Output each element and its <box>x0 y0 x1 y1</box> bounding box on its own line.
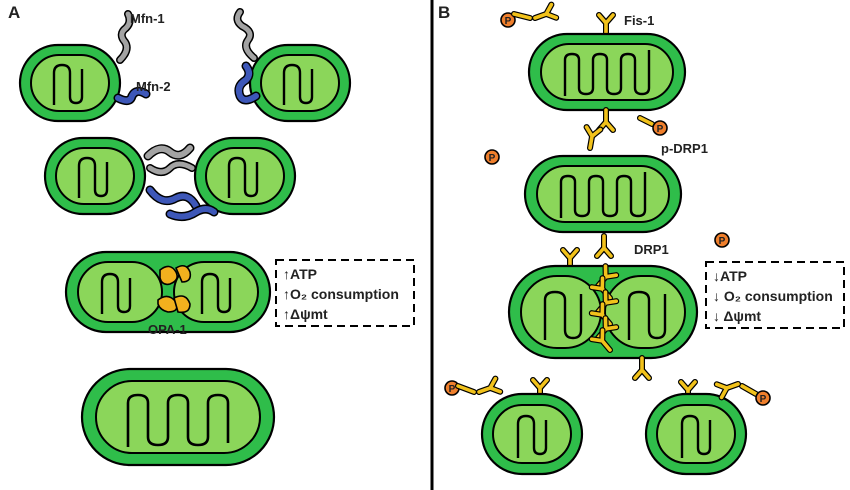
mitochondrion-b1 <box>527 32 687 112</box>
daughter-mitochondrion-1 <box>480 392 584 476</box>
mfn1-label: Mfn-1 <box>130 11 165 26</box>
mitochondrion-a6-elongated <box>80 367 276 467</box>
svg-text:P: P <box>760 394 767 405</box>
mitochondrion-a2 <box>248 43 352 123</box>
panel-a-label: A <box>8 3 20 22</box>
phospho-free-1: P <box>484 149 500 165</box>
phospho-free-2: P <box>714 232 730 248</box>
svg-text:P: P <box>657 124 664 135</box>
mfn2-protein-a2 <box>234 61 261 105</box>
drp1-recruited-1 <box>583 127 600 149</box>
mfn-tether-complex <box>143 143 219 222</box>
pdrp1-label: p-DRP1 <box>661 141 708 156</box>
fis1-protein-b2 <box>597 236 611 256</box>
phospho-drp1-free-1: P <box>500 5 556 28</box>
fusion-effect-2: ↑O₂ consumption <box>283 286 399 302</box>
fission-effect-1: ↓ATP <box>713 268 747 284</box>
svg-text:P: P <box>719 236 726 247</box>
fis1-protein-b3 <box>635 358 649 378</box>
mitochondrion-a1 <box>18 43 122 123</box>
mfn1-protein-a1 <box>116 10 134 64</box>
fusion-effect-1: ↑ATP <box>283 266 317 282</box>
svg-text:P: P <box>449 384 456 395</box>
fission-effects-box <box>705 261 845 329</box>
svg-text:P: P <box>505 16 512 27</box>
mfn2-protein-a1 <box>113 86 151 106</box>
panel-b: B P Fis-1 P p-DRP1 P <box>438 3 845 476</box>
daughter-mitochondrion-2 <box>644 392 748 476</box>
fis1-label: Fis-1 <box>624 13 654 28</box>
phospho-drp1-free-2: P <box>444 379 500 399</box>
fusion-effect-3: ↑Δψmt <box>283 306 328 322</box>
phospho-drp1-bound: P <box>637 115 668 136</box>
mitochondrion-a5 <box>64 250 272 334</box>
mitochondrion-b2 <box>523 154 683 234</box>
phospho-drp1-free-3: P <box>717 377 771 406</box>
opa1-protein-complex <box>157 264 192 314</box>
opa1-label: OPA-1 <box>148 322 187 337</box>
svg-text:P: P <box>489 153 496 164</box>
fission-effect-3: ↓ Δψmt <box>713 308 761 324</box>
panel-b-label: B <box>438 3 450 22</box>
mfn2-label: Mfn-2 <box>136 79 171 94</box>
mfn1-protein-a2 <box>233 8 258 62</box>
fission-effect-2: ↓ O₂ consumption <box>713 288 833 304</box>
mitochondrion-a3 <box>43 136 147 216</box>
mitochondrion-a4 <box>193 136 297 216</box>
fis1-protein-top <box>599 15 613 35</box>
drp1-label: DRP1 <box>634 242 669 257</box>
panel-a: A Mfn-1 Mfn-2 <box>8 3 415 467</box>
fusion-effects-box <box>275 259 415 327</box>
